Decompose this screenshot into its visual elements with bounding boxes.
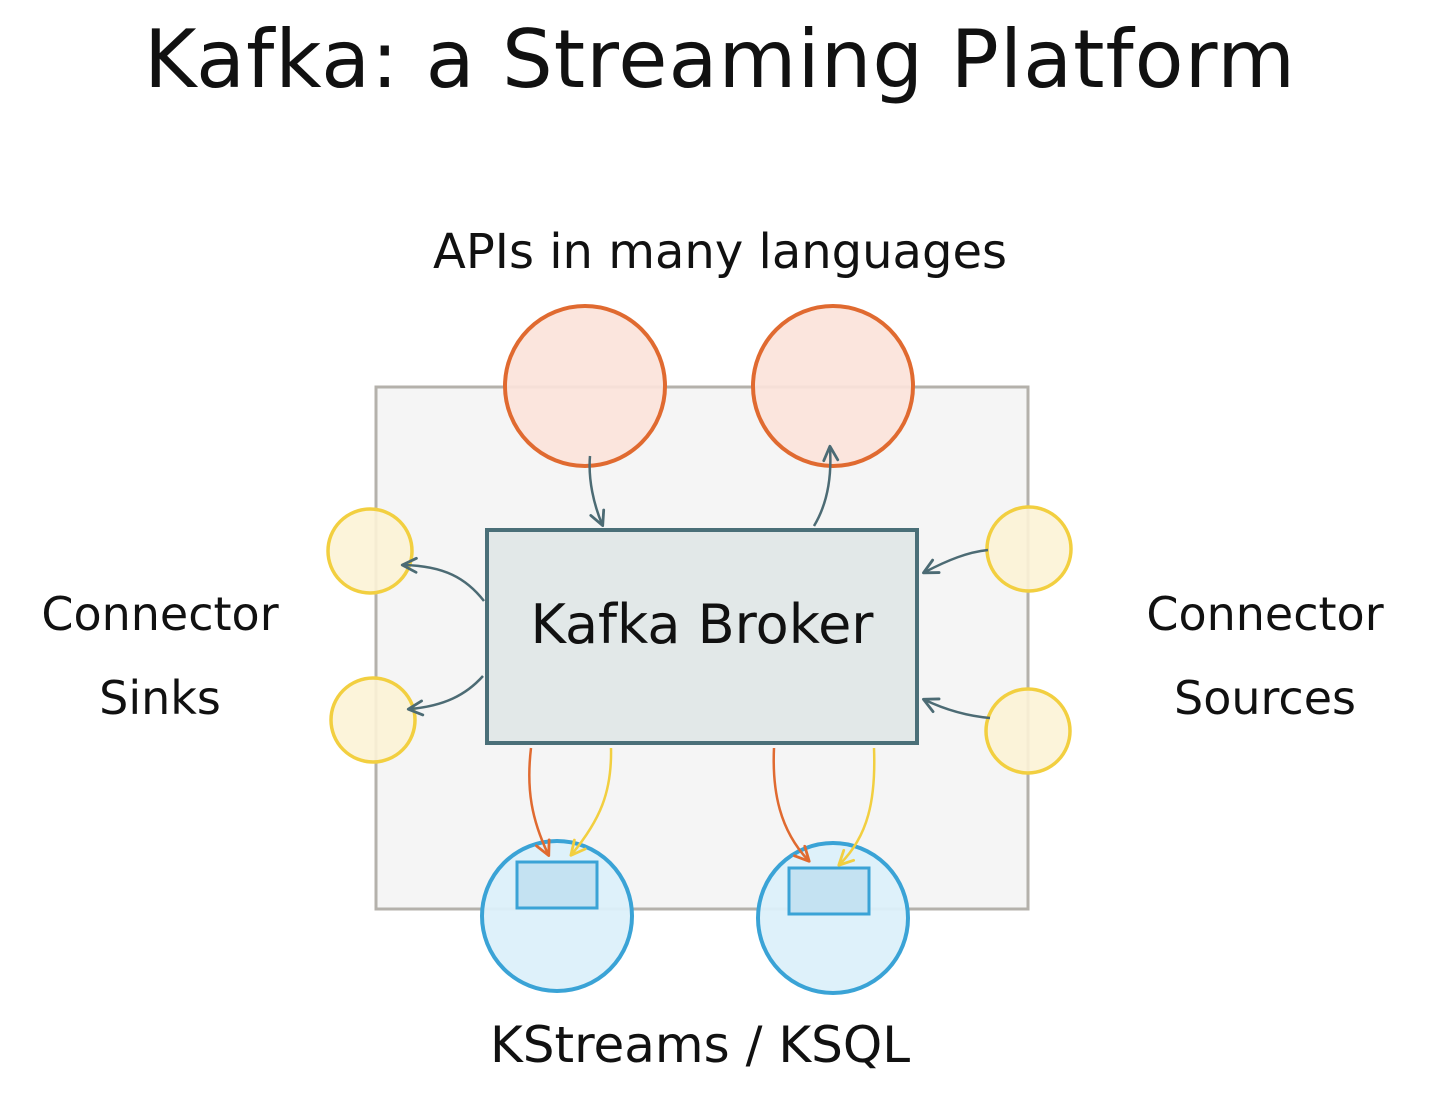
- connector-sink-circle: [326, 507, 414, 595]
- connector-source-circle: [985, 505, 1073, 593]
- kafka-broker-label: Kafka Broker: [530, 593, 874, 656]
- sink-arrow: [406, 675, 484, 717]
- connector-sources-label: Connector Sources: [1120, 572, 1410, 740]
- stream-output-arrow: [569, 747, 613, 857]
- stream-processor-state-box: [515, 860, 599, 910]
- kafka-broker-box: [485, 528, 919, 745]
- sink-arrow: [400, 556, 485, 602]
- connector-sinks-label-line: Connector: [41, 587, 279, 641]
- stream-input-arrow: [772, 747, 811, 863]
- connector-sinks-label: Connector Sinks: [20, 572, 300, 740]
- produce-arrow: [588, 455, 606, 528]
- api-client-circle: [503, 304, 667, 468]
- apis-label: APIs in many languages: [433, 224, 1007, 280]
- stream-output-arrow: [837, 747, 876, 867]
- connector-sources-label-line: Connector: [1146, 587, 1384, 641]
- connector-source-circle: [984, 687, 1072, 775]
- stream-processor-circle: [756, 841, 910, 995]
- consume-arrow: [812, 444, 840, 527]
- connector-sinks-label-line: Sinks: [99, 671, 221, 725]
- connector-sources-label-line: Sources: [1174, 671, 1356, 725]
- page-title: Kafka: a Streaming Platform: [144, 13, 1296, 106]
- api-client-circle: [751, 304, 915, 468]
- connector-sink-circle: [329, 676, 417, 764]
- source-arrow: [922, 548, 989, 575]
- kstreams-ksql-label: KStreams / KSQL: [489, 1016, 911, 1074]
- stream-input-arrow: [528, 747, 551, 857]
- stream-processor-state-box: [787, 866, 871, 916]
- source-arrow: [922, 697, 991, 720]
